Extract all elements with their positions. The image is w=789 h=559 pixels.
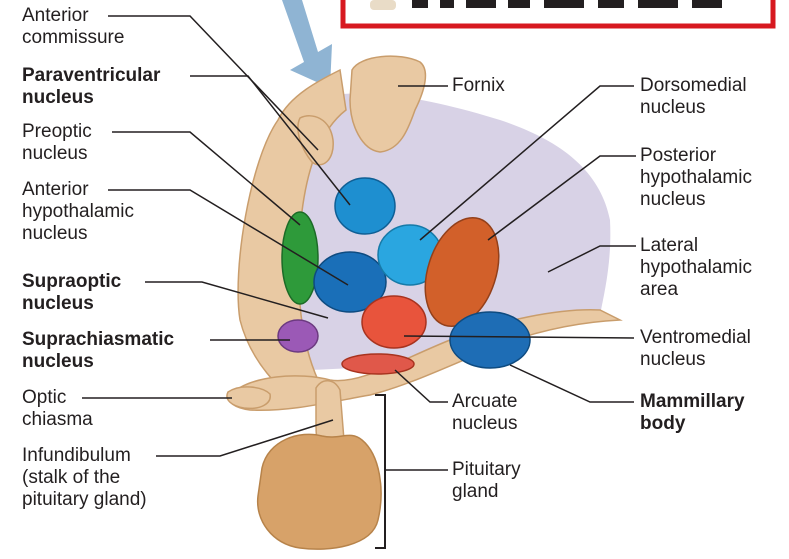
label-ventromedial-nucleus: Ventromedial nucleus <box>640 327 751 371</box>
arcuate-nucleus-shape <box>342 354 414 374</box>
pituitary-gland-shape <box>258 434 381 549</box>
supraoptic-nucleus-shape <box>278 320 318 352</box>
ventromedial-nucleus-shape <box>362 296 426 348</box>
label-arcuate-nucleus: Arcuate nucleus <box>452 391 518 435</box>
label-supraoptic-nucleus: Supraoptic nucleus <box>22 271 121 315</box>
preoptic-nucleus-shape <box>282 212 318 304</box>
label-fornix: Fornix <box>452 75 505 97</box>
paraventricular-nucleus-shape <box>335 178 395 234</box>
label-optic-chiasma: Optic chiasma <box>22 387 93 431</box>
label-suprachiasmatic-nucleus: Suprachiasmatic nucleus <box>22 329 174 373</box>
pointer-arrow <box>282 0 332 88</box>
label-dorsomedial-nucleus: Dorsomedial nucleus <box>640 75 747 119</box>
label-posterior-hypothalamic-nucleus: Posterior hypothalamic nucleus <box>640 145 752 211</box>
label-infundibulum: Infundibulum (stalk of the pituitary gla… <box>22 445 147 511</box>
label-lateral-hypothalamic-area: Lateral hypothalamic area <box>640 235 752 301</box>
label-preoptic-nucleus: Preoptic nucleus <box>22 121 92 165</box>
leader-mammillary <box>510 365 634 402</box>
label-anterior-commissure: Anterior commissure <box>22 5 124 49</box>
optic-chiasma-shape <box>227 387 270 408</box>
label-pituitary-gland: Pituitary gland <box>452 459 521 503</box>
label-paraventricular-nucleus: Paraventricular nucleus <box>22 65 160 109</box>
label-anterior-hypothalamic-nucleus: Anterior hypothalamic nucleus <box>22 179 134 245</box>
label-mammillary-body: Mammillary body <box>640 391 745 435</box>
mammillary-body-shape <box>450 312 530 368</box>
